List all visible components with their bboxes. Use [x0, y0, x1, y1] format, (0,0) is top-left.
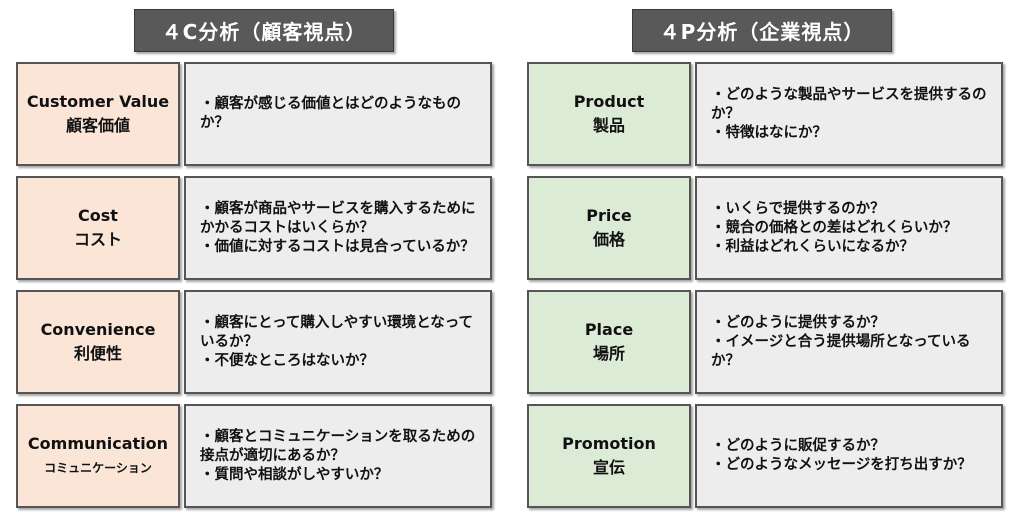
label-en: Cost: [78, 206, 118, 225]
label-en: Price: [586, 206, 632, 225]
label-en: Communication: [27, 434, 169, 453]
label-en: Promotion: [562, 434, 656, 453]
desc-communication: ・顧客とコミュニケーションを取るための接点が適切にあるか？ ・質問や相談がしやす…: [184, 404, 492, 508]
desc-place: ・どのように提供するか？ ・イメージと合う提供場所となっているか？: [695, 290, 1003, 394]
label-product: Product 製品: [527, 62, 691, 166]
desc-line: ・利益はどれくらいになるか？: [711, 238, 914, 255]
header-4c: ４C分析（顧客視点）: [134, 9, 394, 52]
desc-line: ・価値に対するコストは見合っているか？: [200, 238, 475, 255]
label-communication: Communication コミュニケーション: [16, 404, 180, 508]
desc-line: ・特徴はなにか？: [711, 124, 827, 141]
desc-product: ・どのような製品やサービスを提供するのか？ ・特徴はなにか？: [695, 62, 1003, 166]
label-en: Customer Value: [26, 92, 170, 111]
desc-line: ・どのようなメッセージを打ち出すか？: [711, 457, 972, 473]
desc-line: ・顧客が感じる価値とはどのようなものか？: [200, 96, 461, 131]
desc-line: ・顧客とコミュニケーションを取るための接点が適切にあるか？: [200, 428, 476, 464]
label-en: Convenience: [40, 320, 156, 339]
desc-line: ・イメージと合う提供場所となっているか？: [711, 333, 971, 369]
label-ja: 場所: [592, 344, 625, 363]
label-promotion: Promotion 宣伝: [527, 404, 691, 508]
desc-line: ・いくらで提供するのか？: [711, 200, 885, 217]
label-en: Product: [573, 92, 645, 111]
label-ja: 製品: [592, 116, 625, 135]
label-ja: 価格: [592, 230, 625, 249]
label-cost: Cost コスト: [16, 176, 180, 280]
desc-line: ・どのように提供するか？: [711, 314, 885, 331]
desc-line: ・不便なところはないか？: [200, 352, 374, 369]
desc-line: ・顧客が商品やサービスを購入するためにかかるコストはいくらか？: [200, 200, 476, 236]
desc-line: ・質問や相談がしやすいか？: [200, 466, 389, 483]
label-convenience: Convenience 利便性: [16, 290, 180, 394]
header-4p: ４P分析（企業視点）: [632, 9, 892, 52]
desc-line: ・競合の価格との差はどれくらいか？: [711, 219, 958, 236]
desc-line: ・顧客にとって購入しやすい環境となっているか？: [200, 314, 474, 350]
label-en: Place: [584, 320, 634, 339]
label-customer-value: Customer Value 顧客価値: [16, 62, 180, 166]
desc-promotion: ・どのように販促するか？ ・どのようなメッセージを打ち出すか？: [695, 404, 1003, 508]
desc-price: ・いくらで提供するのか？ ・競合の価格との差はどれくらいか？ ・利益はどれくらい…: [695, 176, 1003, 280]
label-price: Price 価格: [527, 176, 691, 280]
desc-line: ・どのように販促するか？: [711, 438, 885, 454]
label-ja: 利便性: [73, 344, 122, 363]
label-place: Place 場所: [527, 290, 691, 394]
label-ja: 宣伝: [592, 458, 625, 477]
desc-convenience: ・顧客にとって購入しやすい環境となっているか？ ・不便なところはないか？: [184, 290, 492, 394]
label-ja: コスト: [73, 230, 122, 249]
label-ja: 顧客価値: [65, 116, 130, 135]
desc-cost: ・顧客が商品やサービスを購入するためにかかるコストはいくらか？ ・価値に対するコ…: [184, 176, 492, 280]
desc-line: ・どのような製品やサービスを提供するのか？: [711, 86, 987, 122]
desc-customer-value: ・顧客が感じる価値とはどのようなものか？: [184, 62, 492, 166]
label-ja: コミュニケーション: [44, 461, 152, 475]
